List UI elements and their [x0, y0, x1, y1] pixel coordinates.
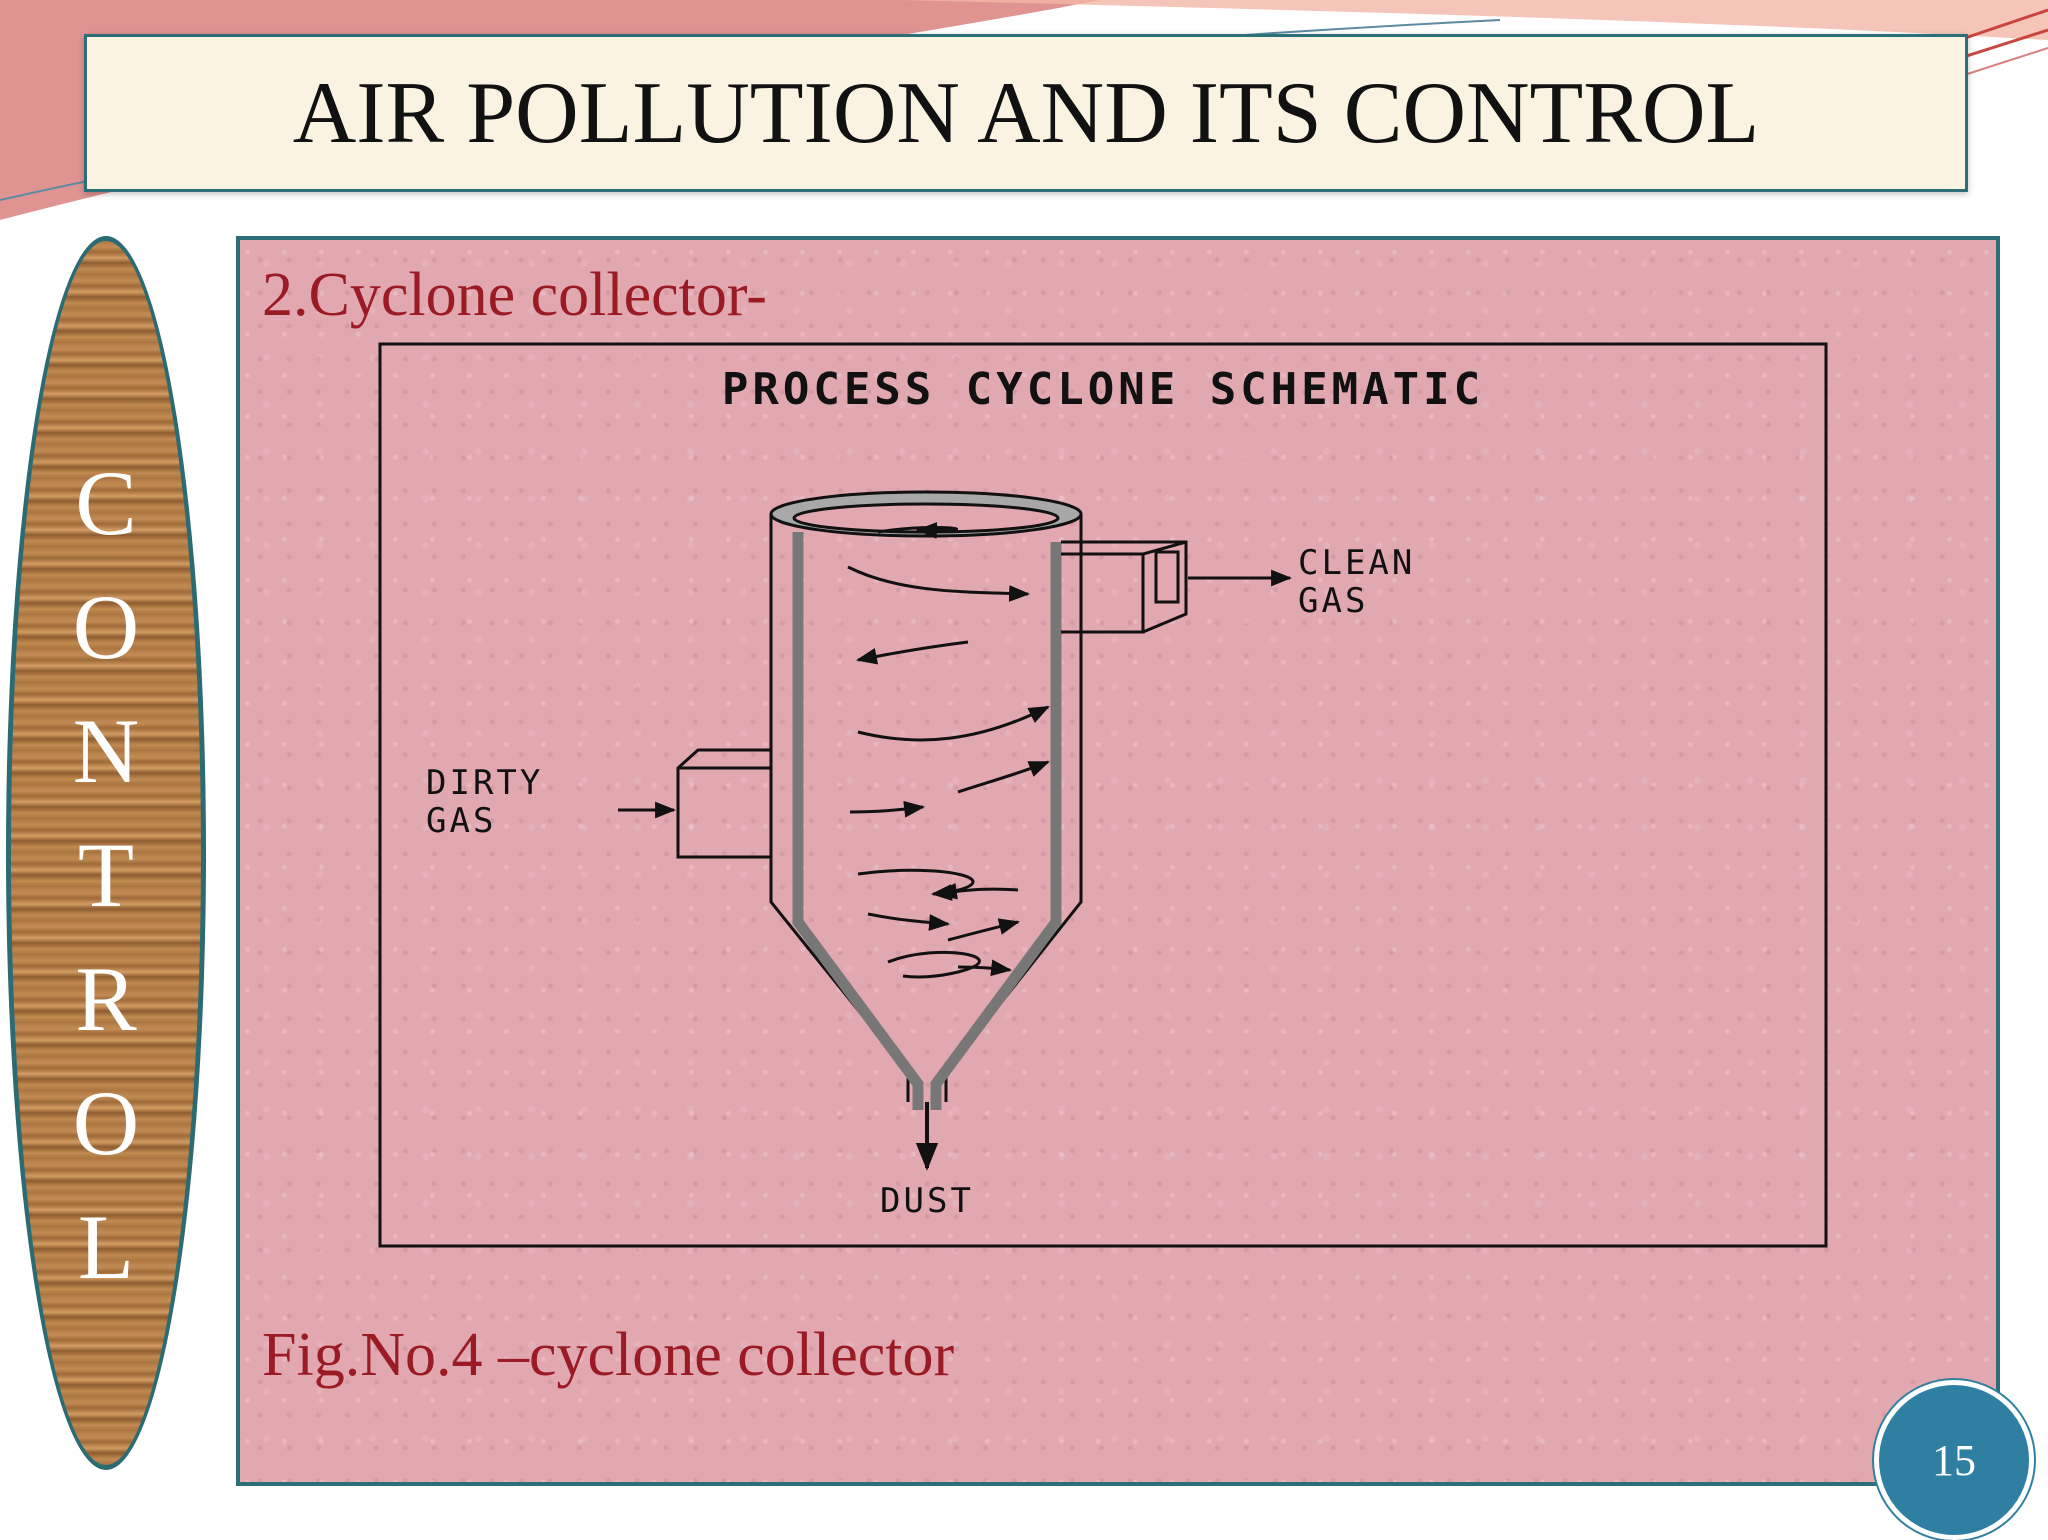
side-letter: C: [75, 452, 137, 554]
page-number-badge: 15: [1874, 1380, 2034, 1540]
title-box: AIR POLLUTION AND ITS CONTROL: [84, 34, 1968, 192]
side-letter: O: [72, 576, 140, 678]
side-wood-oval: C O N T R O L: [6, 236, 206, 1470]
side-letter: T: [77, 824, 135, 926]
figure-caption: Fig.No.4 –cyclone collector: [262, 1321, 955, 1389]
side-letter: R: [75, 948, 137, 1050]
dust-label: DUST: [880, 1181, 974, 1221]
cyclone-schematic-figure: PROCESS CYCLONE SCHEMATIC: [378, 342, 1828, 1248]
side-letter: N: [72, 700, 140, 802]
side-vertical-word: C O N T R O L: [11, 441, 201, 1309]
side-letter: O: [72, 1072, 140, 1174]
swirl-flow-arrows: [847, 522, 1050, 979]
dirty-gas-label-line2: GAS: [426, 801, 496, 841]
clean-gas-outlet: [1061, 540, 1188, 634]
section-subtitle: 2.Cyclone collector-: [262, 261, 767, 329]
clean-gas-label-line2: GAS: [1298, 581, 1368, 621]
content-panel: 2.Cyclone collector- PROCESS CYCLONE SCH…: [236, 236, 2000, 1486]
schematic-heading: PROCESS CYCLONE SCHEMATIC: [722, 364, 1484, 415]
page-number: 15: [1932, 1435, 1976, 1485]
cyclone-body: [769, 490, 1083, 1110]
clean-gas-label-line1: CLEAN: [1298, 543, 1415, 583]
dirty-gas-label-line1: DIRTY: [426, 763, 543, 803]
side-letter: L: [77, 1196, 135, 1298]
figure-frame: [378, 342, 1828, 1248]
dirty-gas-inlet: [676, 748, 771, 859]
slide-title: AIR POLLUTION AND ITS CONTROL: [292, 64, 1760, 162]
